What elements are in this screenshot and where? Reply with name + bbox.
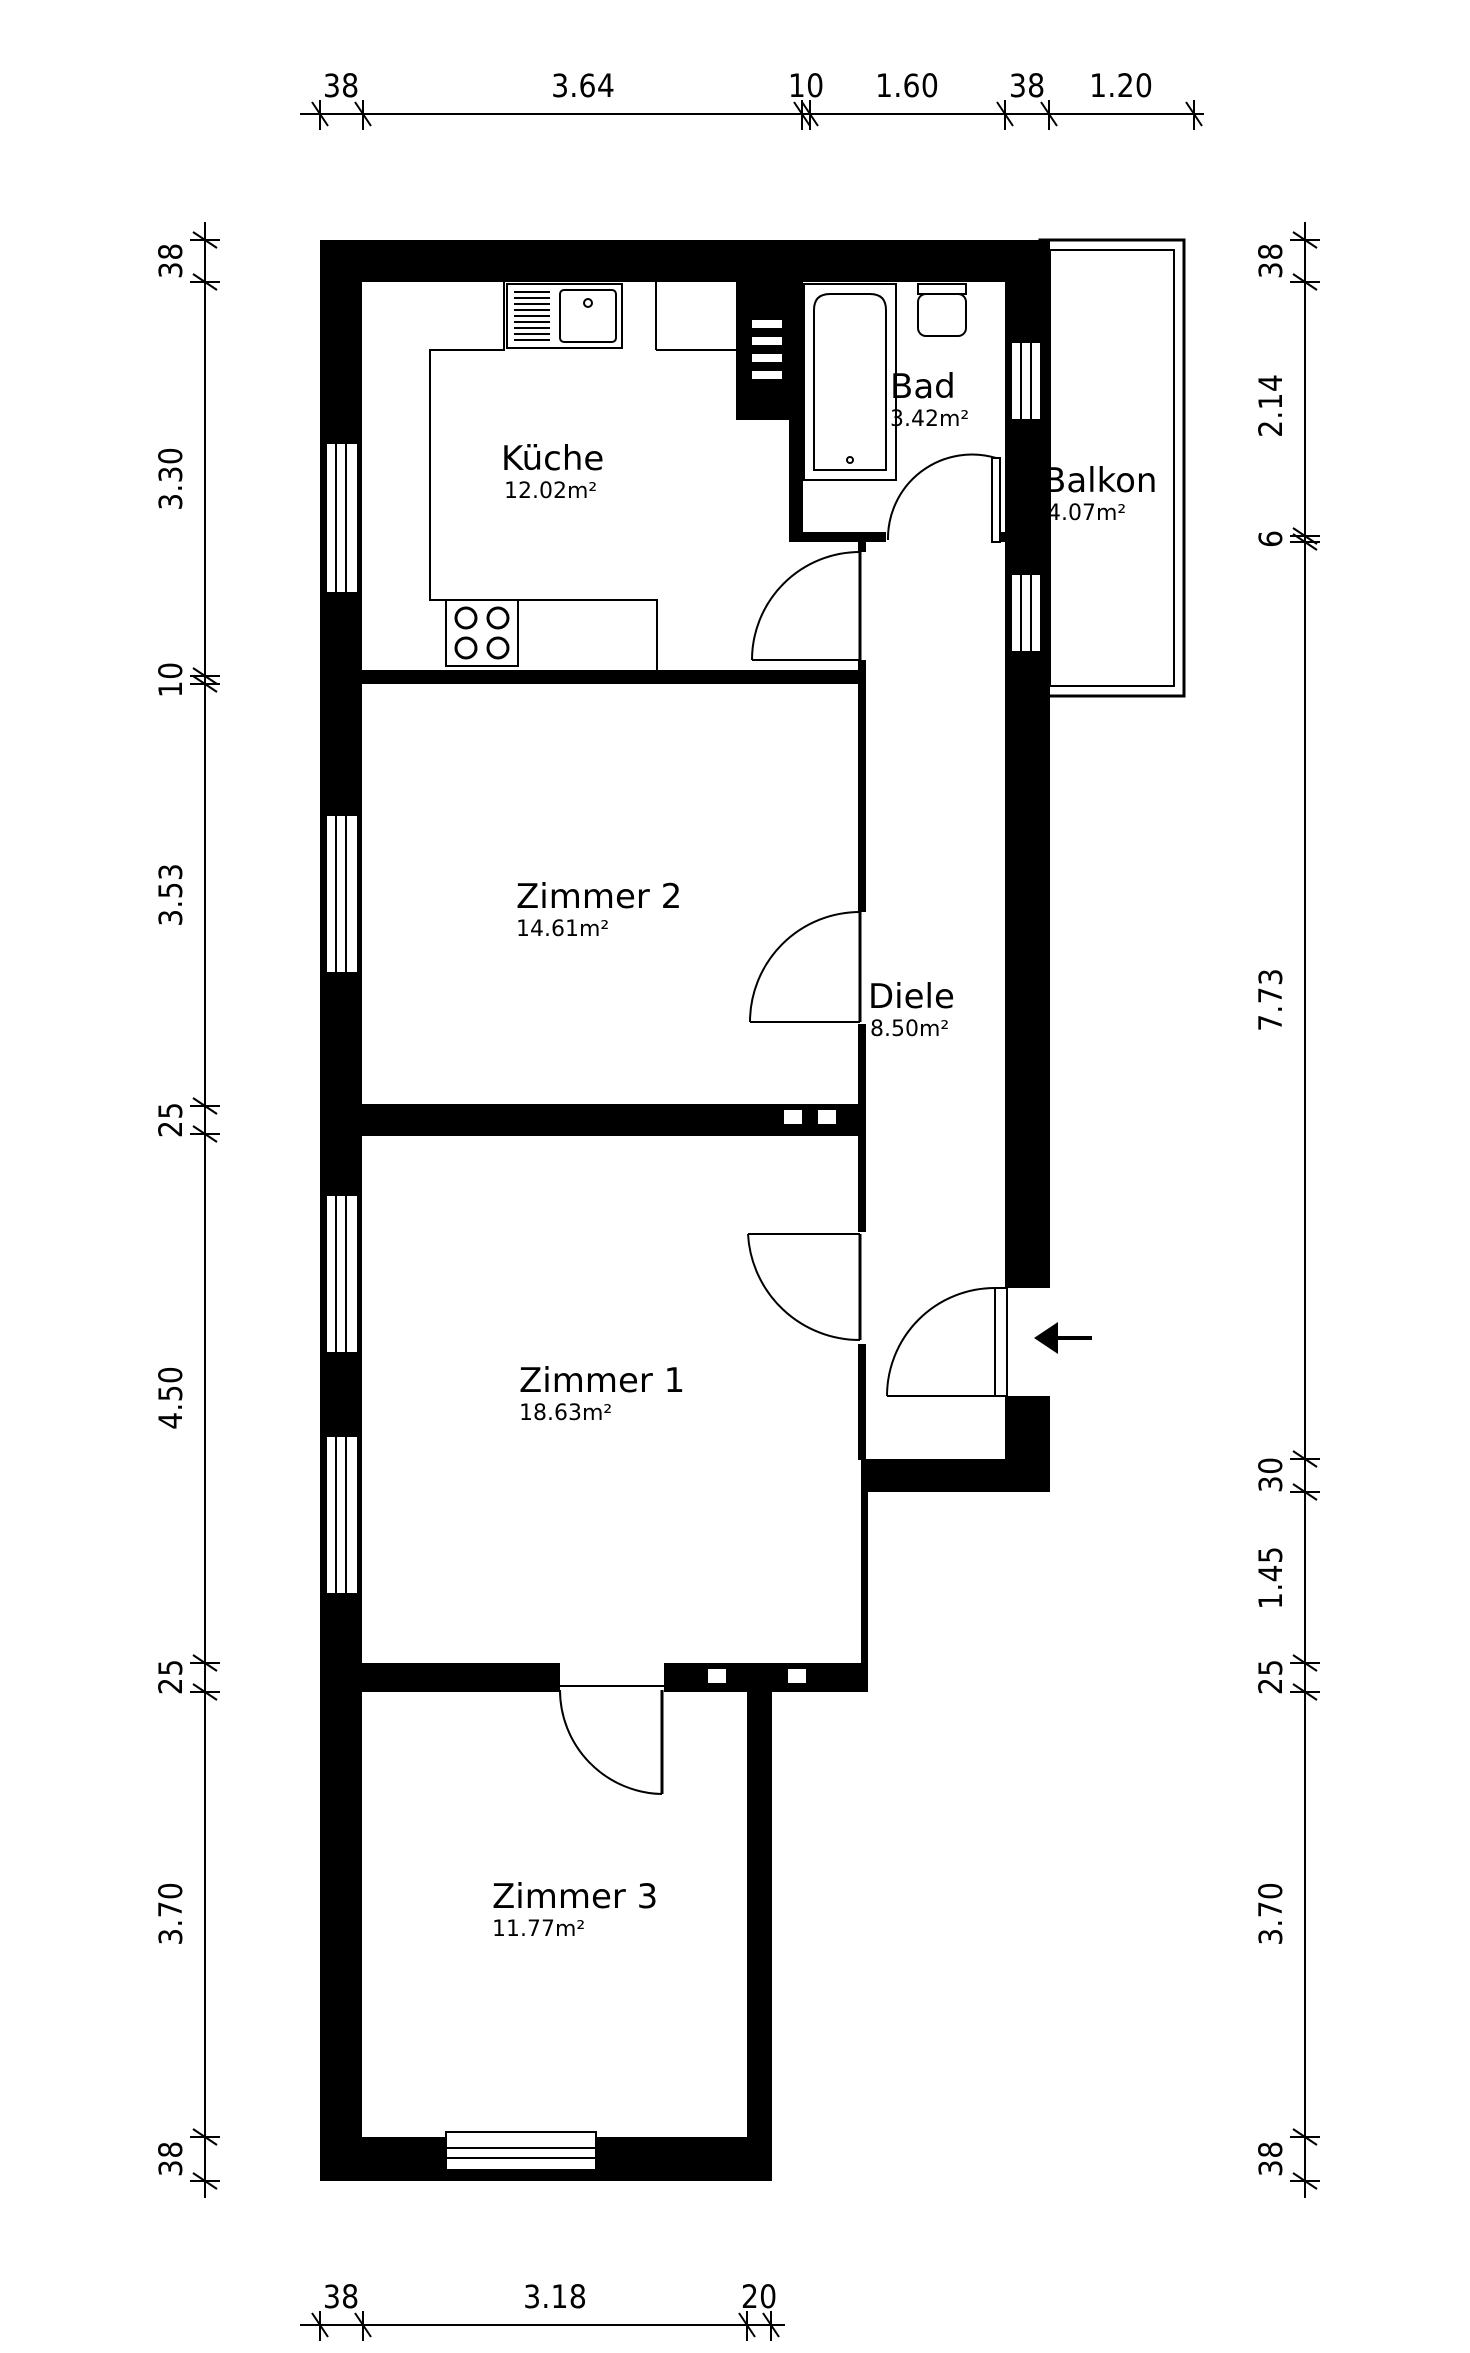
room-name-zimmer3: Zimmer 3 [492, 1877, 658, 1917]
dim-top-3: 10 [788, 67, 825, 105]
dim-left-7: 25 [152, 1659, 190, 1696]
dim-left-9: 38 [152, 2141, 190, 2178]
room-area-zimmer3: 11.77m² [492, 1917, 585, 1942]
dim-right-2: 2.14 [1252, 374, 1290, 438]
left-dimension-chain: 38 3.30 10 3.53 25 4.50 25 3.70 38 [152, 222, 220, 2198]
chimney-flues [752, 320, 782, 379]
kitchen-window [325, 442, 359, 594]
room-area-balkon: 4.07m² [1047, 501, 1126, 526]
dim-right-9: 38 [1252, 2141, 1290, 2178]
dim-right-3: 6 [1252, 530, 1290, 548]
room-name-diele: Diele [868, 977, 955, 1017]
room-name-kueche: Küche [501, 439, 604, 479]
zimmer2-window [325, 814, 359, 974]
room-name-bad: Bad [890, 367, 956, 407]
bottom-dimension-chain: 38 3.18 20 [300, 2278, 785, 2341]
dim-top-2: 3.64 [551, 67, 615, 105]
room-label-zimmer2: Zimmer 2 14.61m² [516, 877, 682, 942]
dim-right-7: 25 [1252, 1659, 1290, 1696]
dim-bottom-1: 38 [323, 2278, 360, 2316]
windows [325, 341, 1042, 2171]
zimmer1-window-upper [325, 1194, 359, 1354]
zimmer1-door[interactable] [747, 1233, 862, 1342]
room-label-zimmer1: Zimmer 1 18.63m² [519, 1361, 685, 1426]
balcony-door-upper [1010, 341, 1042, 421]
balcony [1038, 238, 1186, 698]
dim-bottom-3: 20 [741, 2278, 778, 2316]
dim-left-4: 3.53 [152, 863, 190, 927]
toilet-icon [917, 283, 967, 337]
wall-vents [708, 1110, 836, 1683]
entrance-arrow-icon [1034, 1322, 1092, 1354]
bathtub-icon [803, 283, 897, 481]
zimmer3-door[interactable] [559, 1685, 664, 1795]
dim-top-5: 38 [1009, 67, 1046, 105]
top-dimension-chain: 38 3.64 10 1.60 38 1.20 [300, 67, 1204, 130]
right-dimension-chain: 38 2.14 6 7.73 30 1.45 25 3.70 38 [1252, 222, 1320, 2198]
room-label-kueche: Küche 12.02m² [501, 439, 604, 504]
room-name-zimmer2: Zimmer 2 [516, 877, 682, 917]
dim-right-4: 7.73 [1252, 968, 1290, 1032]
dim-right-6: 1.45 [1252, 1546, 1290, 1610]
room-label-zimmer3: Zimmer 3 11.77m² [492, 1877, 658, 1942]
entrance-door[interactable] [886, 1287, 1008, 1397]
room-area-zimmer1: 18.63m² [519, 1401, 612, 1426]
room-area-zimmer2: 14.61m² [516, 917, 609, 942]
zimmer2-door[interactable] [749, 911, 862, 1023]
room-name-balkon: Balkon [1043, 461, 1157, 501]
dim-left-3: 10 [152, 662, 190, 699]
door-swings [559, 453, 1008, 1795]
zimmer3-window [445, 2131, 597, 2171]
kitchen-sink-icon [506, 283, 623, 349]
bath-door[interactable] [886, 453, 1001, 543]
dim-left-6: 4.50 [152, 1366, 190, 1430]
dim-left-2: 3.30 [152, 447, 190, 511]
dim-right-5: 30 [1252, 1457, 1290, 1494]
zimmer1-window-lower [325, 1435, 359, 1595]
balcony-door-lower [1010, 573, 1042, 653]
dim-right-1: 38 [1252, 243, 1290, 280]
dim-right-8: 3.70 [1252, 1882, 1290, 1946]
room-area-diele: 8.50m² [870, 1017, 949, 1042]
room-area-bad: 3.42m² [890, 407, 969, 432]
dim-left-5: 25 [152, 1102, 190, 1139]
dim-left-1: 38 [152, 243, 190, 280]
kitchen-door[interactable] [751, 551, 862, 661]
stove-icon [445, 599, 519, 667]
room-label-bad: Bad 3.42m² [890, 367, 969, 432]
room-label-diele: Diele 8.50m² [868, 977, 955, 1042]
room-name-zimmer1: Zimmer 1 [519, 1361, 685, 1401]
room-area-kueche: 12.02m² [504, 479, 597, 504]
dim-left-8: 3.70 [152, 1882, 190, 1946]
dim-top-4: 1.60 [875, 67, 939, 105]
room-label-balkon: Balkon 4.07m² [1043, 461, 1157, 526]
kitchen-counter [429, 282, 736, 670]
dim-top-6: 1.20 [1089, 67, 1153, 105]
dim-bottom-2: 3.18 [523, 2278, 587, 2316]
dim-top-1: 38 [323, 67, 360, 105]
